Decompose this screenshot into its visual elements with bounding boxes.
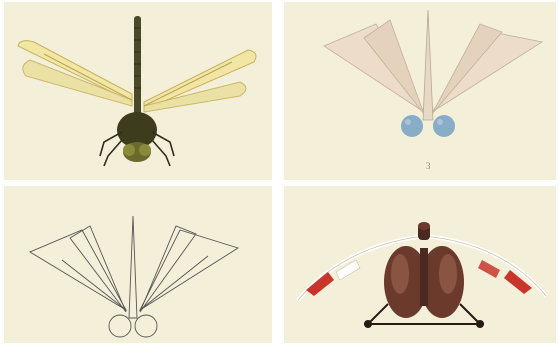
left-red-fin bbox=[306, 272, 334, 296]
helicopter-insect-panel bbox=[284, 186, 556, 343]
wing-line-drawing-panel bbox=[4, 186, 272, 343]
outline-right-eye bbox=[135, 315, 157, 337]
outline-left-wing-rear bbox=[70, 226, 126, 312]
right-red-fin bbox=[504, 270, 532, 294]
wing-line-drawing bbox=[4, 186, 272, 343]
dragonfly-illustration bbox=[4, 2, 272, 180]
abdomen bbox=[134, 16, 141, 116]
plate-caption: 3 bbox=[426, 162, 431, 171]
outline-left-eye bbox=[109, 315, 131, 337]
model-left-eye bbox=[401, 115, 423, 137]
outline-body bbox=[129, 216, 137, 318]
model-right-eye bbox=[433, 115, 455, 137]
helicopter-insect bbox=[284, 186, 556, 343]
model-body bbox=[423, 10, 433, 120]
outline-left-wing-front bbox=[30, 230, 126, 310]
dragonfly-model bbox=[284, 2, 556, 180]
dragonfly-illustration-panel bbox=[4, 2, 272, 180]
dragonfly-model-panel: 3 bbox=[284, 2, 556, 180]
outline-right-wing-rear bbox=[140, 226, 196, 312]
landing-gear bbox=[364, 304, 484, 324]
